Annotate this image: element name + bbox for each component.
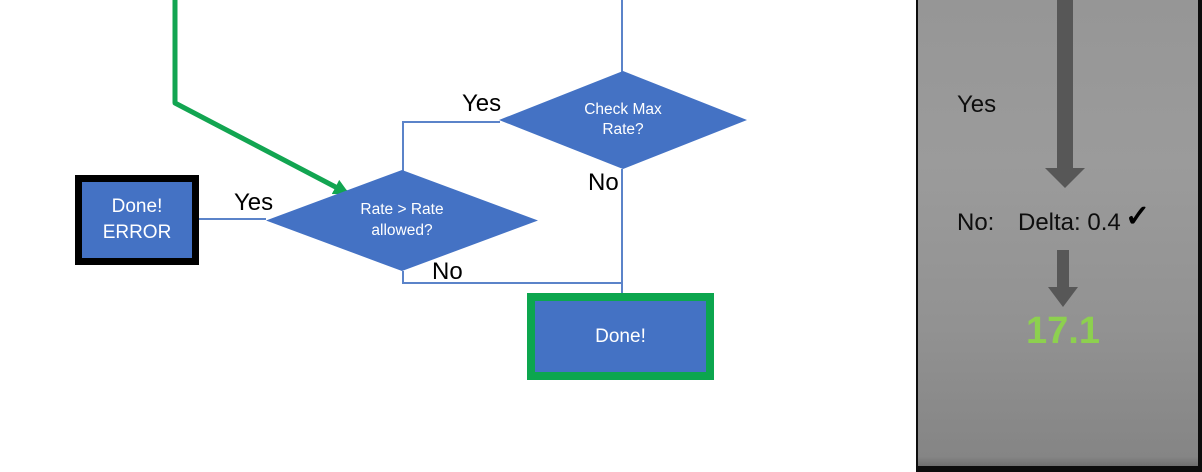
decision-check-max-rate-label: Check Max Rate?: [584, 100, 662, 138]
connector-yes-check-vertical: [402, 121, 404, 171]
label-yes-rate: Yes: [234, 189, 274, 216]
done-error-line2: ERROR: [102, 222, 172, 243]
label-no-rate: No: [432, 258, 463, 285]
label-yes-check-max: Yes: [462, 90, 502, 117]
panel-delta-value: Delta: 0.4: [1018, 209, 1121, 236]
connector-no-check-vertical: [621, 169, 623, 293]
result-value: 17.1: [1026, 310, 1100, 352]
connector-top-into-check-max: [621, 0, 623, 72]
terminator-done: Done!: [527, 293, 714, 380]
down-arrow-large-head-icon: [1045, 168, 1085, 188]
done-label: Done!: [595, 325, 646, 347]
done-error-line1: Done!: [111, 196, 163, 218]
down-arrow-small-head-icon: [1048, 287, 1078, 307]
connector-yes-rate-horizontal: [199, 218, 266, 220]
checkmark-icon: ✓: [1125, 200, 1151, 233]
decision-rate-allowed-label: Rate > Rate allowed?: [360, 201, 444, 239]
terminator-done-error: Done! ERROR: [75, 175, 199, 265]
connector-yes-check-horizontal: [402, 121, 500, 123]
panel-no-label: No:: [957, 209, 995, 236]
panel-yes-label: Yes: [957, 91, 997, 118]
status-side-panel: Yes No: Delta: 0.4 ✓ 17.1: [916, 0, 1202, 472]
down-arrow-large-shaft: [1057, 0, 1073, 168]
label-no-check-max: No: [588, 169, 619, 196]
down-arrow-small-shaft: [1057, 250, 1069, 287]
connector-no-rate-vertical: [402, 271, 404, 284]
connector-no-rate-horizontal: [402, 282, 623, 284]
